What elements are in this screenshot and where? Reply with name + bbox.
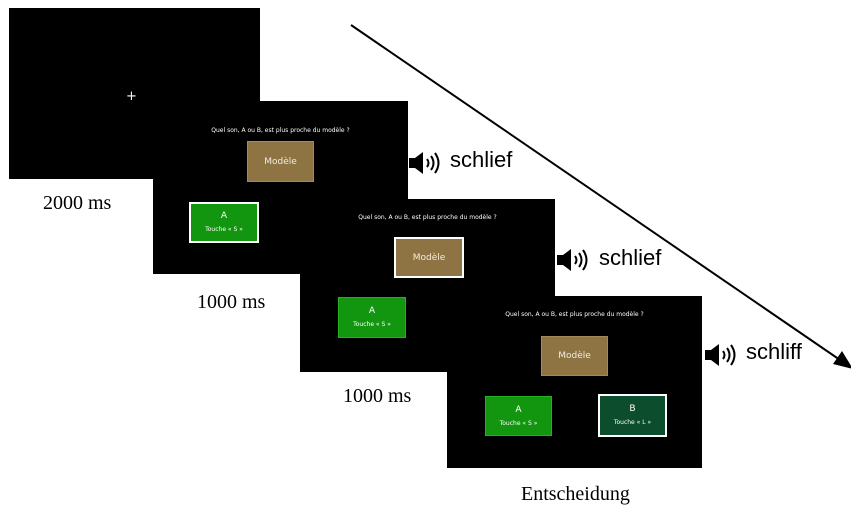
model-box: Modèle (247, 141, 314, 182)
question-text: Quel son, A ou B, est plus proche du mod… (505, 311, 644, 318)
model-box-active: Modèle (394, 237, 464, 278)
question-text: Quel son, A ou B, est plus proche du mod… (211, 127, 350, 134)
duration-label-3: 1000 ms (343, 385, 412, 407)
speaker-icon (409, 152, 440, 174)
option-a-hint: Touche « S » (353, 321, 391, 328)
option-a-box: A Touche « S » (485, 396, 552, 436)
option-a-letter: A (368, 306, 376, 316)
option-a-letter: A (220, 211, 228, 221)
sound-word-2: schlief (599, 245, 662, 270)
speaker-icon (557, 249, 588, 271)
duration-label-1: 2000 ms (43, 192, 112, 214)
fixation-cross: + (126, 89, 137, 104)
option-b-letter: B (629, 404, 636, 414)
option-b-box: B Touche « L » (598, 394, 667, 437)
option-a-box: A Touche « S » (338, 297, 406, 338)
option-b-hint: Touche « L » (613, 419, 652, 426)
option-a-hint: Touche « S » (205, 226, 243, 233)
question-text: Quel son, A ou B, est plus proche du mod… (358, 214, 497, 221)
duration-label-2: 1000 ms (197, 291, 266, 313)
decision-screen: Quel son, A ou B, est plus proche du mod… (447, 296, 702, 468)
option-a-box: A Touche « S » (189, 202, 259, 243)
model-box: Modèle (541, 336, 608, 376)
sound-word-1: schlief (450, 147, 513, 172)
speaker-icon (705, 344, 736, 366)
trial-screen-1: Quel son, A ou B, est plus proche du mod… (153, 101, 408, 274)
sound-word-3: schliff (746, 339, 802, 364)
option-a-letter: A (515, 404, 522, 415)
decision-label: Entscheidung (521, 483, 630, 505)
option-a-hint: Touche « S » (499, 419, 538, 427)
